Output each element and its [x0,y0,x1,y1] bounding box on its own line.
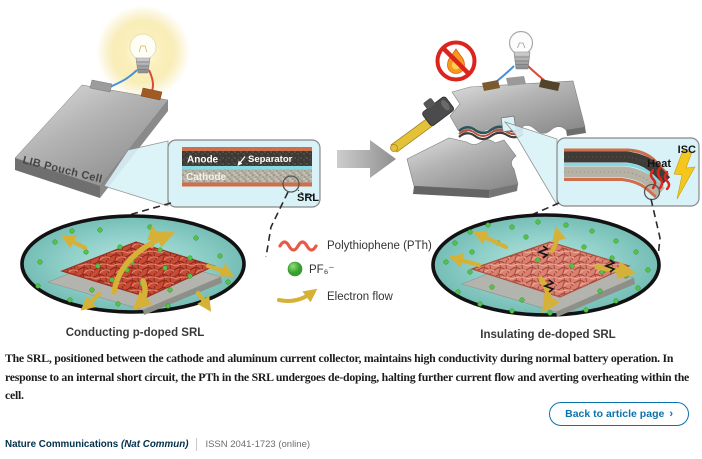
zoom-dash-right-b [650,198,661,277]
dedoping-zigzag-icon [536,245,549,259]
wavy-line-icon [278,240,318,252]
journal-title: Nature Communications [5,439,119,450]
srl-label: SRL [297,192,319,204]
dedoping-zigzag-icon [542,279,555,293]
layer-inset-left: Anode Separator Cathode SRL [103,139,321,208]
sphere-icon [287,261,303,277]
journal-footer: Nature Communications (Nat Commun) ISSN … [5,438,310,451]
journal-abbreviation: (Nat Commun) [120,439,189,450]
transition-arrow-icon [337,140,396,178]
lit-bulb-icon [96,5,190,99]
normal-operation-scene: LIB Pouch Cell Anode Separator Cathode S… [14,5,321,258]
isc-label: ISC [678,144,696,156]
separator-label: Separator [248,154,293,165]
dedoping-zigzag-icon [603,259,616,273]
back-to-article-button[interactable]: Back to article page › [549,402,689,426]
conducting-srl-view: Conducting p-doped SRL [20,214,246,339]
chevron-right-icon: › [669,407,673,420]
journal-name: Nature Communications (Nat Commun) [5,439,188,450]
heat-label: Heat [647,158,671,170]
back-button-label: Back to article page [565,408,665,420]
no-fire-icon [435,40,477,82]
wire-red [148,69,154,92]
cathode-label: Cathode [186,172,226,183]
figure-caption: The SRL, positioned between the cathode … [5,351,689,403]
footer-divider [196,438,198,451]
cell-tab [89,79,113,93]
cell-connector [140,87,163,101]
srl-highlight-circle [282,175,300,193]
zoom-dash-left-b [265,191,289,258]
damaged-slab-upper [449,76,586,141]
heat-bolt-icon [673,149,696,200]
damaged-slab-lower [406,137,519,198]
hammer-icon [390,96,454,153]
separator-pointer-icon [237,156,246,166]
figure-illustration: LIB Pouch Cell Anode Separator Cathode S… [14,5,700,341]
blocked-electron-arrows [448,226,637,314]
curved-arrow-icon [277,288,318,303]
insulating-srl-view: Insulating de-doped SRL [431,213,661,341]
journal-issn: ISSN 2041-1723 (online) [205,439,311,450]
wire-blue [109,69,138,88]
damaged-cell-scene: ISC Heat [390,30,700,277]
isc-highlight-circle [643,183,661,201]
legend-item-pf6: PF₆⁻ [287,261,334,277]
conducting-caption: Conducting p-doped SRL [66,327,205,339]
legend-label-electron-flow: Electron flow [327,291,394,303]
isc-heat-marker: ISC Heat [647,144,696,200]
layer-inset-right: ISC Heat [500,115,700,207]
legend-label-pf6: PF₆⁻ [309,264,334,276]
legend-item-pth: Polythiophene (PTh) [278,240,432,252]
legend-item-electron-flow: Electron flow [277,288,394,303]
legend-label-pth: Polythiophene (PTh) [327,240,432,252]
figure-legend: Polythiophene (PTh) PF₆⁻ Electron flow [277,240,432,303]
electron-flow-arrows [60,225,234,312]
anode-label: Anode [187,155,219,166]
insulating-caption: Insulating de-doped SRL [480,329,615,341]
